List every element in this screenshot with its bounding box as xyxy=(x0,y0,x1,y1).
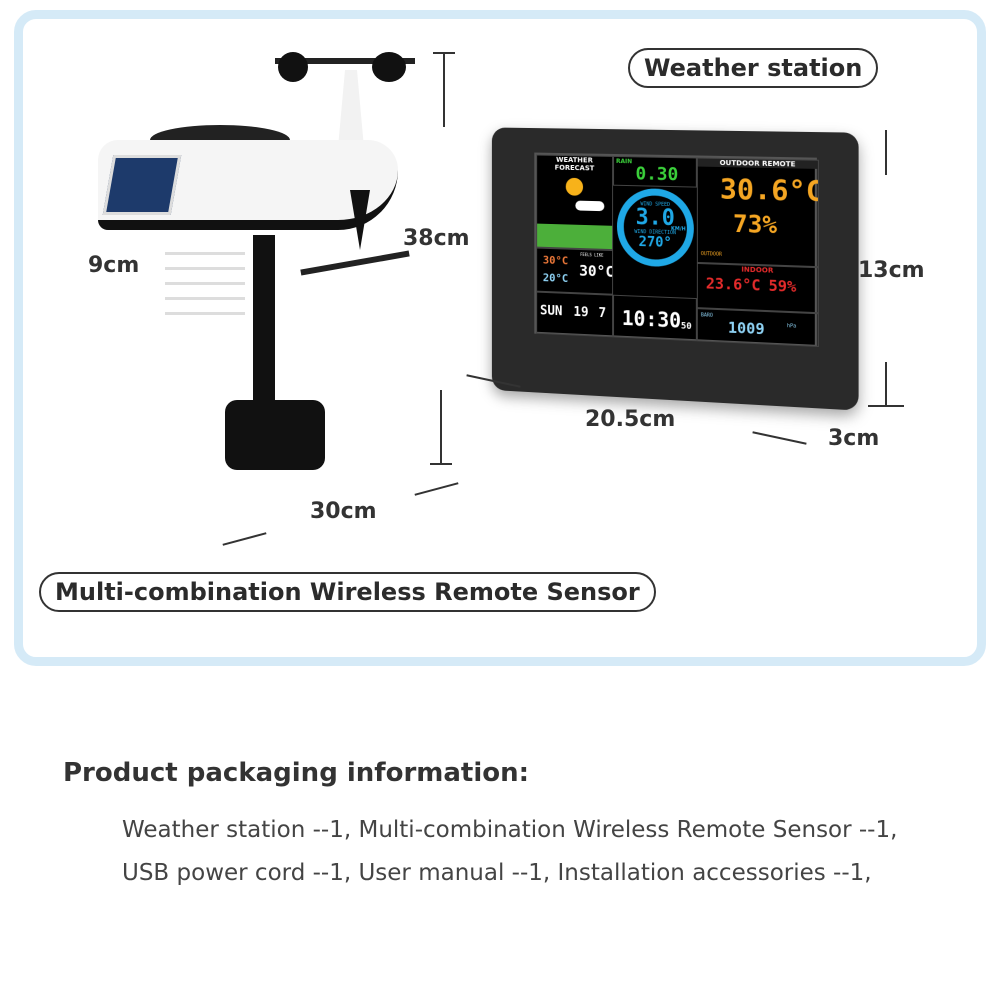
sensor-height-label: 38cm xyxy=(403,226,470,251)
dim-line xyxy=(885,130,887,175)
packaging-title: Product packaging information: xyxy=(63,758,530,788)
rain-label: RAIN xyxy=(615,157,633,166)
sun-icon xyxy=(565,177,584,196)
baro-value: 1009 xyxy=(727,318,765,339)
weather-station-image: WEATHER FORECAST RAIN 0.30 WIND SPEED 3.… xyxy=(491,127,859,411)
outdoor-title: OUTDOOR REMOTE xyxy=(697,158,818,169)
forecast-title: WEATHER FORECAST xyxy=(554,155,595,173)
dim-line xyxy=(443,52,445,127)
station-width-label: 20.5cm xyxy=(585,407,676,432)
packaging-line: Weather station --1, Multi-combination W… xyxy=(122,817,898,843)
station-screen: WEATHER FORECAST RAIN 0.30 WIND SPEED 3.… xyxy=(534,152,819,347)
clock-time: 10:30 xyxy=(621,305,682,333)
wind-dir: 270° xyxy=(638,234,672,252)
outdoor-label: OUTDOOR xyxy=(700,251,722,258)
temp-high: 30°C xyxy=(542,253,569,268)
feels-value: 30°C xyxy=(579,261,614,281)
outdoor-temp: 30.6°C xyxy=(719,172,819,208)
sensor-width-label: 30cm xyxy=(310,499,377,524)
dim-line xyxy=(430,463,452,465)
packaging-line: USB power cord --1, User manual --1, Ins… xyxy=(122,860,872,886)
dim-line xyxy=(885,362,887,406)
sensor-label: Multi-combination Wireless Remote Sensor xyxy=(39,572,656,612)
temp-low: 20°C xyxy=(542,271,569,286)
indoor-humidity: 59% xyxy=(768,276,797,296)
sensor-depth-label: 9cm xyxy=(88,253,140,278)
weather-station-label: Weather station xyxy=(628,48,879,88)
wind-unit: KM/H xyxy=(670,226,686,233)
wind-dial: WIND SPEED 3.0 KM/H WIND DIRECTION 270° xyxy=(616,187,694,268)
day: SUN xyxy=(539,303,563,320)
rain-value: 0.30 xyxy=(635,163,679,186)
station-depth-label: 3cm xyxy=(828,426,880,451)
dim-line xyxy=(433,52,455,54)
cloud-icon xyxy=(575,200,605,212)
indoor-temp: 23.6°C xyxy=(705,274,761,295)
dim-line xyxy=(440,390,442,465)
feels-label: FEELS LIKE xyxy=(580,251,604,258)
station-height-label: 13cm xyxy=(858,258,925,283)
month: 7 xyxy=(598,305,607,322)
baro-label: BARO xyxy=(700,312,713,319)
dim-line xyxy=(868,405,904,407)
outdoor-humidity: 73% xyxy=(733,209,778,240)
baro-unit: hPa xyxy=(786,323,797,330)
clock-seconds: 50 xyxy=(680,321,692,332)
date: 19 xyxy=(573,304,589,321)
